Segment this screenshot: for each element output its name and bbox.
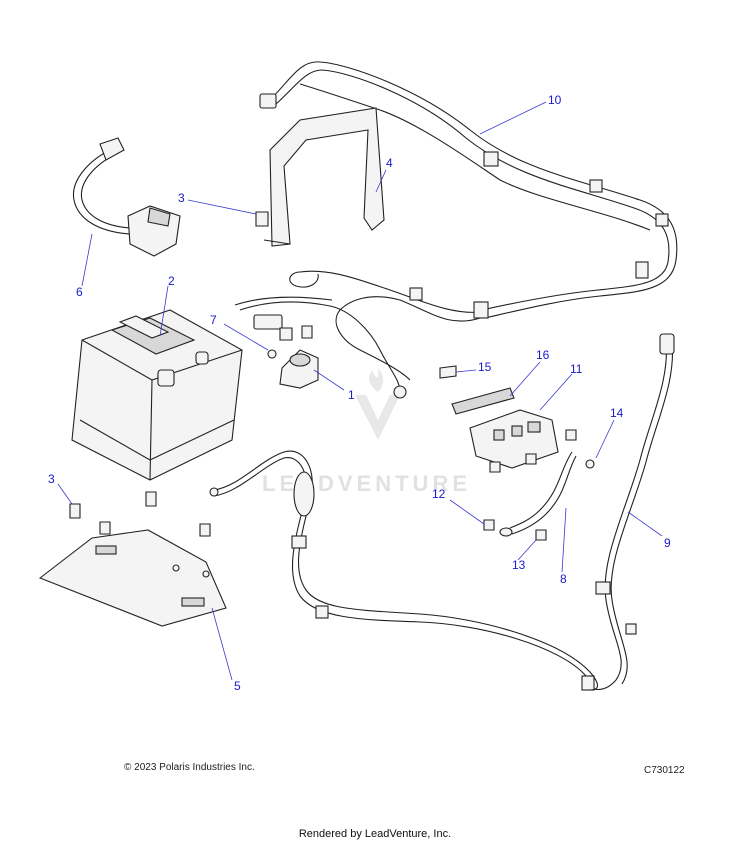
battery-cable-9: [581, 333, 675, 691]
positive-battery-cable: [72, 137, 181, 257]
battery: [71, 309, 243, 481]
battery-cable-main: [209, 450, 599, 691]
callout-13: 13: [512, 558, 526, 572]
battery-tray: [38, 529, 227, 627]
fuse-block-assembly: [439, 365, 577, 473]
callout-3-top: 3: [178, 191, 185, 205]
ground-cable: [483, 451, 595, 541]
callout-5: 5: [234, 679, 241, 693]
callout-11: 11: [570, 362, 583, 376]
callout-labels: 1 2 3 3 4 5 6 7 8 9 10 11 12 13 14 15 16: [48, 93, 671, 693]
callout-15: 15: [478, 360, 492, 374]
drawing-id: C730122: [644, 765, 685, 776]
callout-8: 8: [560, 572, 567, 586]
callout-16: 16: [536, 348, 550, 362]
callout-4: 4: [386, 156, 393, 170]
callout-10: 10: [548, 93, 562, 107]
callout-2: 2: [168, 274, 175, 288]
fastener-group: [69, 211, 269, 537]
callout-12: 12: [432, 487, 446, 501]
copyright-notice: © 2023 Polaris Industries Inc.: [124, 762, 255, 773]
battery-hold-down-bracket: [263, 107, 385, 247]
rendered-by-credit: Rendered by LeadVenture, Inc.: [298, 828, 452, 840]
leader-lines: [57, 101, 663, 681]
callout-7: 7: [210, 313, 217, 327]
main-wiring-harness: [234, 61, 678, 399]
callout-6: 6: [76, 285, 83, 299]
solenoid: [267, 325, 319, 389]
callout-14: 14: [610, 406, 624, 420]
callout-9: 9: [664, 536, 671, 550]
callout-3-bottom: 3: [48, 472, 55, 486]
callout-1: 1: [348, 388, 355, 402]
